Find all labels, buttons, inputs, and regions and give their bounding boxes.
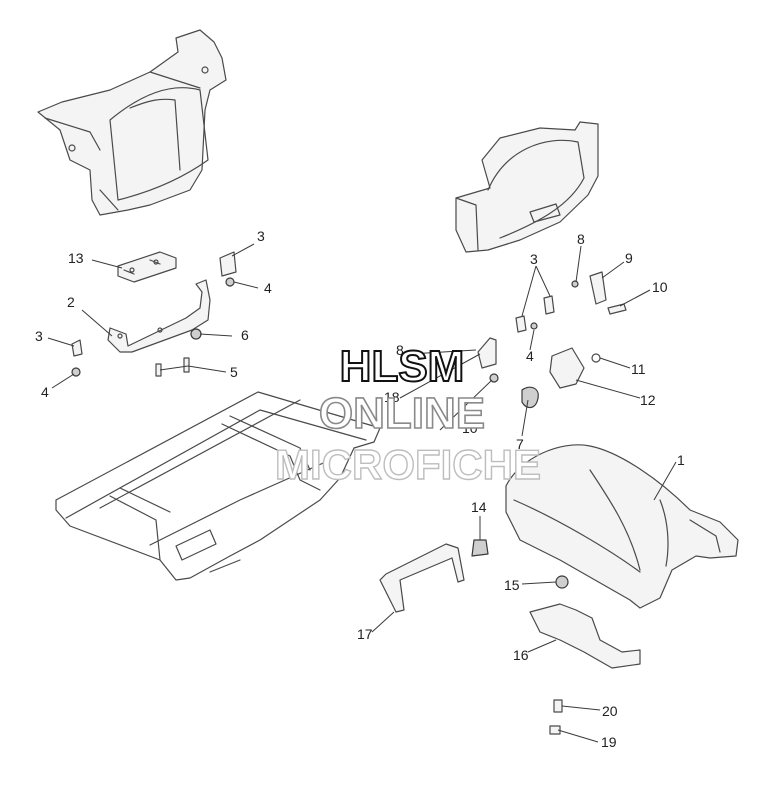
- callout-6: 6: [241, 327, 249, 343]
- callout-17: 17: [357, 626, 373, 642]
- rear-seat-back-part: [37, 29, 227, 216]
- callout-5: 5: [230, 364, 238, 380]
- clip-14-part: [471, 539, 489, 557]
- callout-labels: 3 13 4 2 6 3 5 4 8 18 10 8 9 10 3 4 11 1…: [35, 228, 685, 750]
- callout-16: 16: [513, 647, 529, 663]
- callout-19: 19: [601, 734, 617, 750]
- callout-18: 18: [384, 389, 400, 405]
- callout-9: 9: [625, 250, 633, 266]
- leader-lines: [47, 243, 677, 743]
- callout-7: 7: [516, 436, 524, 452]
- callout-3-right: 3: [530, 251, 538, 267]
- callout-11: 11: [631, 361, 646, 377]
- front-seat-back-part: [455, 121, 599, 253]
- callout-8-mid: 8: [396, 342, 404, 358]
- callout-3: 3: [257, 228, 265, 244]
- callout-10-right: 10: [652, 279, 668, 295]
- callout-4-right: 4: [526, 348, 534, 364]
- watermark-line-2: ONLINE: [319, 389, 485, 438]
- callout-3-left: 3: [35, 328, 43, 344]
- seat-1-part: [505, 444, 739, 609]
- bracket-17-part: [379, 543, 465, 613]
- fasteners-19-20-part: [549, 699, 563, 735]
- callout-15: 15: [504, 577, 520, 593]
- watermark-line-1: HLSM: [340, 342, 465, 391]
- callout-12: 12: [640, 392, 656, 408]
- callout-4: 4: [264, 280, 272, 296]
- callout-1: 1: [677, 452, 685, 468]
- grommet-15-part: [555, 575, 569, 589]
- callout-10-mid: 10: [462, 420, 478, 436]
- hardware-right-part: [477, 271, 627, 409]
- callout-14: 14: [471, 499, 487, 515]
- watermark-line-3: MICROFICHE: [275, 441, 541, 488]
- callout-8-right: 8: [577, 231, 585, 247]
- callout-2: 2: [67, 294, 75, 310]
- watermark: HLSM ONLINE MICROFICHE: [274, 341, 541, 489]
- frame-part: [55, 391, 381, 581]
- bracket-2-part: [107, 279, 211, 353]
- bracket-13-part: [117, 251, 177, 283]
- callout-20: 20: [602, 703, 618, 719]
- callout-4-left: 4: [41, 384, 49, 400]
- callout-13: 13: [68, 250, 84, 266]
- shield-16-part: [529, 603, 641, 669]
